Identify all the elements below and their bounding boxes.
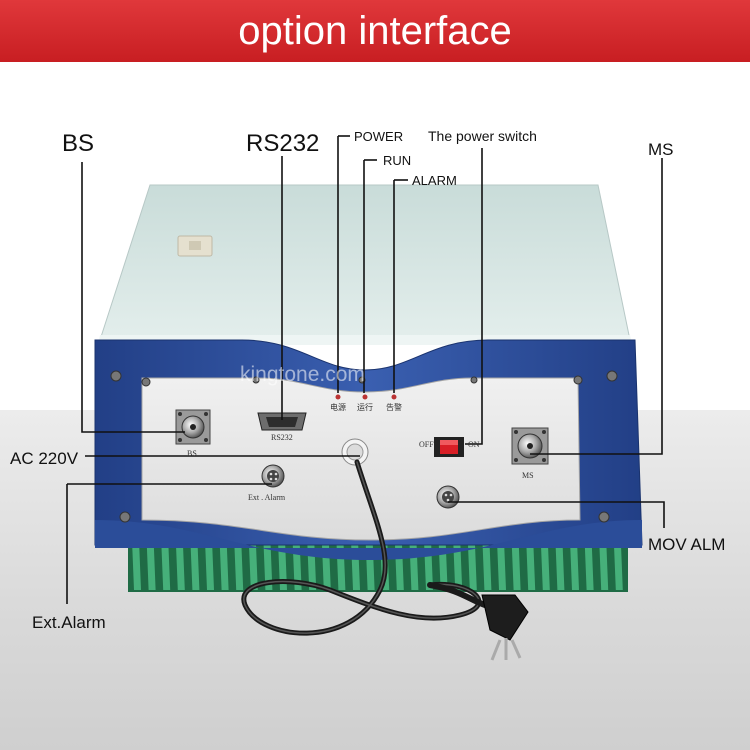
ms-connector-icon	[511, 427, 549, 465]
heatsink-fin	[599, 540, 609, 590]
heatsink-fin	[613, 540, 623, 590]
panel-print-on: ON	[468, 440, 480, 449]
label-ext-alarm: Ext.Alarm	[32, 613, 106, 632]
ext-alarm-connector-icon	[261, 464, 285, 488]
heatsink-fin	[497, 540, 506, 590]
bs-connector-icon	[175, 409, 211, 445]
power-cord-icon	[241, 459, 488, 636]
watermark: kingtone.com	[240, 363, 365, 386]
panel-print-led-alarm: 告警	[386, 403, 402, 412]
panel-print-rs232: RS232	[271, 433, 293, 442]
heatsink-fin	[263, 540, 273, 590]
heatsink-fin	[161, 540, 171, 590]
heatsink-fin	[205, 540, 214, 590]
panel-print-ext-alarm: Ext . Alarm	[248, 493, 286, 502]
page-title: option interface	[238, 9, 512, 53]
heatsink-fin	[555, 540, 565, 590]
heatsink-fin	[146, 540, 156, 590]
heatsink-fin	[234, 540, 244, 590]
mov-alm-connector-icon	[436, 485, 460, 509]
heatsink-fin	[482, 540, 492, 590]
heatsink-fin	[132, 540, 141, 590]
heatsink-fin	[570, 540, 579, 590]
heatsink-fin	[219, 540, 229, 590]
label-power-switch: The power switch	[428, 128, 537, 144]
heatsink-fin	[248, 540, 258, 590]
rocker-switch-icon	[434, 437, 464, 457]
label-mov-alm: MOV ALM	[648, 535, 726, 554]
label-rs232: RS232	[246, 130, 320, 157]
panel-print-led-power: 电源	[330, 403, 346, 412]
power-plug-icon	[481, 594, 529, 661]
panel-print-off: OFF	[419, 440, 434, 449]
label-alarm: ALARM	[412, 173, 457, 188]
label-power: POWER	[354, 129, 404, 144]
heatsink-fin	[511, 540, 521, 590]
db9-connector-icon	[257, 412, 307, 431]
header-banner: option interface	[0, 0, 750, 62]
heatsink-fin	[526, 540, 536, 590]
label-ms: MS	[648, 140, 674, 159]
led-icon	[335, 394, 397, 400]
heatsink-fin	[540, 540, 550, 590]
label-run: RUN	[383, 153, 412, 168]
panel-print-led-run: 运行	[357, 403, 373, 412]
heatsink-fin	[190, 540, 200, 590]
heatsink-fin	[175, 540, 185, 590]
device-lid	[99, 184, 631, 341]
callout-lines	[66, 135, 665, 604]
panel-print-ms: MS	[522, 471, 534, 480]
heatsink-fin	[467, 540, 477, 590]
panel-print-bs: BS	[187, 449, 197, 458]
heatsink-fin	[584, 540, 594, 590]
label-bs: BS	[62, 130, 95, 157]
label-ac-220v: AC 220V	[10, 449, 79, 468]
screws	[110, 370, 618, 523]
